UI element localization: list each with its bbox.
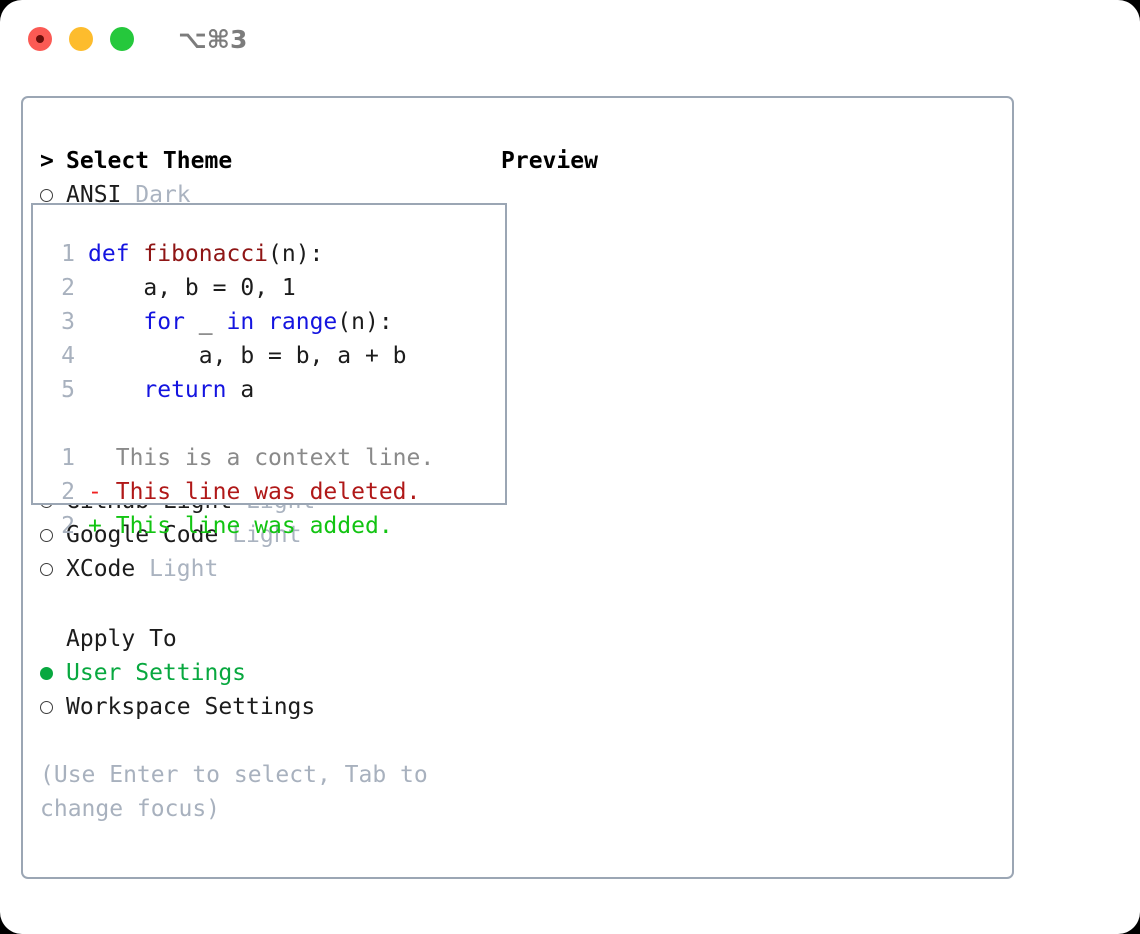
code-token-plain: a, b = 0, 1 [88,275,296,301]
traffic-light-buttons [28,27,134,51]
title-bar: ⌥⌘3 [0,0,1140,78]
panel-columns: > Select Theme ANSI DarkAtom One DarkAyu… [23,98,1012,877]
radio-dot [40,189,53,202]
preview-title: Preview [501,148,598,174]
diff-line-number: 1 [61,445,75,471]
code-token-kw: return [143,377,227,403]
code-line: 4 a, b = b, a + b [47,343,505,377]
select-theme-heading: > Select Theme [40,148,500,182]
code-line-number: 2 [61,275,75,301]
code-line: 2 a, b = 0, 1 [47,275,505,309]
diff-sign-spacer [102,445,116,471]
code-token-plain: (n): [337,309,393,335]
code-line-text: a, b = 0, 1 [88,275,296,301]
theme-variant-spacer [135,556,149,582]
apply-to-option[interactable]: User Settings [40,660,500,694]
diff-line: 2 + This line was added. [47,513,505,547]
maximize-window-button[interactable] [110,27,134,51]
keyboard-hint: (Use Enter to select, Tab to change focu… [40,762,442,822]
diff-sign-spacer [102,479,116,505]
code-line-number: 3 [61,309,75,335]
theme-list-item[interactable]: Google Code Light [40,522,500,556]
code-token-plain [254,309,268,335]
code-line: 3 for _ in range(n): [47,309,505,343]
diff-line: 2- This line was deleted. [47,479,505,513]
code-token-plain: _ [184,309,227,335]
code-line-text: return a [88,377,254,403]
prompt-caret-icon: > [40,148,54,174]
section-spacer [40,590,500,626]
code-line-text: def fibonacci(n): [88,241,323,267]
apply-to-heading: o Apply To [40,626,500,660]
code-token-plain [88,309,143,335]
diff-sign [88,445,102,471]
diff-line-text: This line was added. [115,513,393,539]
theme-variant-badge: Light [149,556,219,582]
code-token-fn: fibonacci [143,241,269,267]
diff-line-text: This line was deleted. [115,479,421,505]
diff-sample: 1 This is a context line.2- This line wa… [47,445,505,547]
radio-dot [40,701,53,714]
code-token-plain: a [226,377,255,403]
apply-to-option-label: User Settings [66,660,247,686]
preview-column: Preview [501,148,1001,182]
code-token-kw: in [226,309,255,335]
code-token-kw: for [143,309,185,335]
diff-sign-spacer [102,513,116,539]
apply-to-heading-indent: o [40,628,66,651]
radio-dot [40,529,53,542]
apply-to-option[interactable]: Workspace Settings [40,694,500,728]
code-line-text: a, b = b, a + b [88,343,407,369]
theme-list-item[interactable]: XCode Light [40,556,500,590]
code-token-kw: def [88,241,144,267]
theme-variant-badge: Light [232,522,302,548]
code-line-number: 1 [61,241,75,267]
theme-name: XCode [66,556,136,582]
code-line-number: 4 [61,343,75,369]
radio-dot [40,563,53,576]
code-line-text: for _ in range(n): [88,309,393,335]
code-token-plain: (n): [268,241,324,267]
code-line: 5 return a [47,377,505,411]
code-token-plain [88,377,143,403]
code-line: 1 def fibonacci(n): [47,241,505,275]
code-token-kw: range [268,309,338,335]
diff-line-text: This is a context line. [115,445,435,471]
apply-to-heading-label: Apply To [66,626,177,652]
window-title: ⌥⌘3 [178,24,248,54]
diff-sign: - [88,479,102,505]
code-line-number: 5 [61,377,75,403]
main-panel: > Select Theme ANSI DarkAtom One DarkAyu… [21,96,1014,879]
diff-line: 1 This is a context line. [47,445,505,479]
theme-name: Google Code [66,522,219,548]
diff-sign: + [88,513,102,539]
radio-dot [40,667,53,680]
minimize-window-button[interactable] [69,27,93,51]
diff-spacer [47,411,505,445]
close-window-button[interactable] [28,27,52,51]
diff-line-number: 2 [61,513,75,539]
close-icon [36,35,44,43]
diff-line-number: 2 [61,479,75,505]
apply-to-option-label: Workspace Settings [66,694,316,720]
code-token-plain: a, b = b, a + b [88,343,407,369]
select-theme-heading-label: Select Theme [66,148,233,174]
